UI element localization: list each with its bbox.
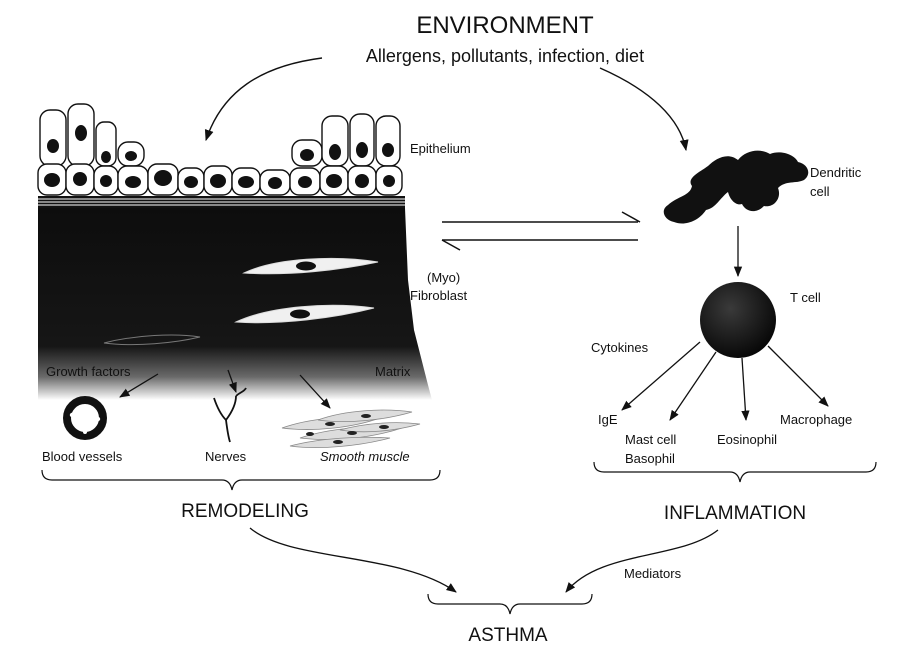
basophil-label: Basophil bbox=[625, 451, 675, 466]
cytokines-label: Cytokines bbox=[591, 340, 649, 355]
asthma-label: ASTHMA bbox=[468, 625, 548, 646]
remodeling-label: REMODELING bbox=[181, 501, 309, 522]
blood-vessels-label: Blood vessels bbox=[42, 449, 123, 464]
matrix-label: Matrix bbox=[375, 364, 411, 379]
environment-subtitle: Allergens, pollutants, infection, diet bbox=[366, 46, 644, 66]
ige-label: IgE bbox=[598, 412, 618, 427]
dendritic-label-line1: Dendritic bbox=[810, 165, 862, 180]
fibroblast-label: Fibroblast bbox=[410, 288, 467, 303]
environment-to-epithelium-arrow bbox=[206, 58, 322, 140]
tcell-to-eosinophil-arrow bbox=[742, 358, 746, 420]
mast-cell-label: Mast cell bbox=[625, 432, 676, 447]
airway-wall-illustration bbox=[38, 104, 432, 448]
inflammation-label: INFLAMMATION bbox=[664, 503, 806, 524]
smooth-muscle-label: Smooth muscle bbox=[320, 449, 410, 464]
tcell-to-macrophage-arrow bbox=[768, 346, 828, 406]
remodeling-brace bbox=[42, 470, 440, 490]
dendritic-label-line2: cell bbox=[810, 184, 830, 199]
epithelium-label: Epithelium bbox=[410, 141, 471, 156]
growth-factors-label: Growth factors bbox=[46, 364, 131, 379]
nerves-label: Nerves bbox=[205, 449, 247, 464]
inflammation-to-asthma-arrow bbox=[566, 530, 718, 592]
dendritic-cell-icon bbox=[664, 151, 809, 224]
smooth-muscle-icon bbox=[282, 410, 420, 448]
eosinophil-label: Eosinophil bbox=[717, 432, 777, 447]
mediators-label: Mediators bbox=[624, 566, 682, 581]
t-cell-label: T cell bbox=[790, 290, 821, 305]
t-cell-icon bbox=[700, 282, 776, 358]
blood-vessel-icon bbox=[67, 400, 103, 436]
environment-to-dendritic-arrow bbox=[600, 68, 686, 150]
myo-label: (Myo) bbox=[427, 270, 460, 285]
asthma-brace bbox=[428, 594, 592, 614]
bidirectional-arrows bbox=[442, 212, 640, 250]
macrophage-label: Macrophage bbox=[780, 412, 852, 427]
remodeling-to-asthma-arrow bbox=[250, 528, 456, 592]
environment-title: ENVIRONMENT bbox=[416, 12, 594, 39]
